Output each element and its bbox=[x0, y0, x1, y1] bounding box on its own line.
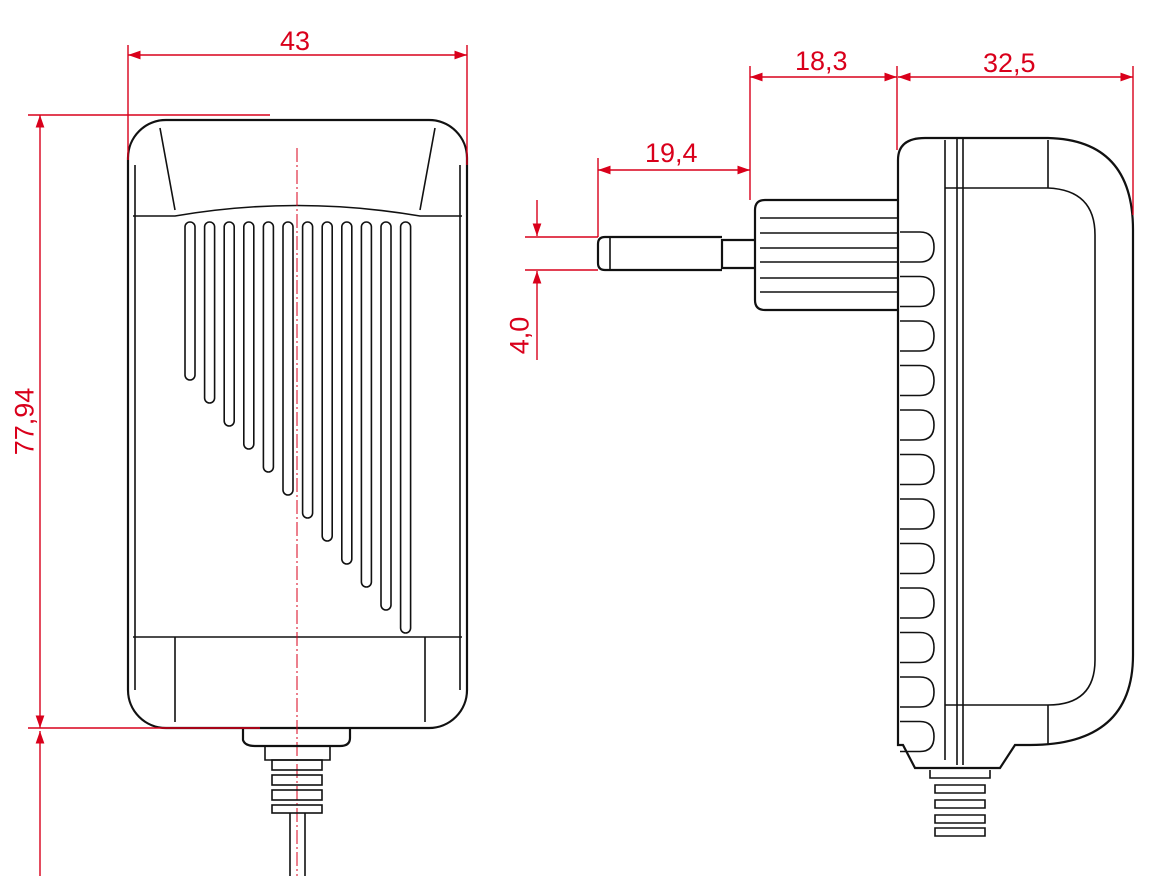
grip-tab bbox=[900, 542, 935, 575]
grip-tab bbox=[900, 676, 935, 708]
strain-relief-ribs bbox=[271, 759, 323, 814]
vent-slot bbox=[360, 221, 373, 588]
grip-tab bbox=[900, 631, 935, 664]
vent-slot bbox=[301, 221, 314, 519]
plug-base-ribs bbox=[760, 217, 898, 293]
grip-tab bbox=[900, 409, 935, 441]
grip-tab bbox=[900, 320, 935, 352]
dim-front-height: 77,94 bbox=[9, 387, 40, 456]
vent-slot bbox=[340, 221, 353, 565]
front-dimensions bbox=[28, 45, 468, 876]
vent-slot bbox=[380, 221, 392, 611]
side-view bbox=[596, 136, 1135, 837]
plug-base bbox=[753, 198, 898, 312]
grip-tab bbox=[900, 587, 935, 619]
front-side-edges bbox=[134, 165, 461, 690]
side-grip-tabs bbox=[900, 231, 935, 753]
grip-tab bbox=[900, 364, 935, 397]
front-view bbox=[126, 118, 469, 876]
plug-pin bbox=[596, 235, 722, 272]
side-seam-lines bbox=[944, 138, 1049, 765]
side-body-outline bbox=[896, 136, 1135, 770]
pin-collar bbox=[720, 238, 755, 270]
side-inner-outline bbox=[945, 187, 1096, 706]
vent-slot bbox=[203, 221, 216, 404]
dim-plug-depth: 18,3 bbox=[795, 46, 848, 76]
vent-slot bbox=[282, 221, 294, 496]
vent-slot bbox=[184, 221, 196, 381]
vent-slot bbox=[223, 221, 235, 427]
front-top-panel-edges bbox=[159, 127, 436, 211]
cable bbox=[289, 813, 306, 876]
vent-slot bbox=[399, 221, 412, 634]
side-strain-relief bbox=[929, 770, 991, 837]
grip-tab bbox=[900, 498, 935, 530]
dim-pin-diameter: 4,0 bbox=[504, 316, 535, 355]
vent-slot bbox=[243, 221, 255, 450]
strain-relief-base bbox=[241, 728, 352, 748]
vent-slot bbox=[321, 221, 334, 542]
grip-tab bbox=[900, 453, 935, 486]
dim-body-depth: 32,5 bbox=[983, 48, 1036, 78]
vent-slot bbox=[262, 221, 275, 473]
grip-tab bbox=[900, 720, 935, 753]
grip-tab bbox=[900, 275, 935, 308]
grip-tab bbox=[900, 231, 935, 263]
side-dimensions bbox=[525, 66, 1134, 360]
dim-pin-length: 19,4 bbox=[645, 138, 698, 168]
vent-slots bbox=[184, 221, 412, 634]
dim-front-width: 43 bbox=[280, 26, 311, 56]
